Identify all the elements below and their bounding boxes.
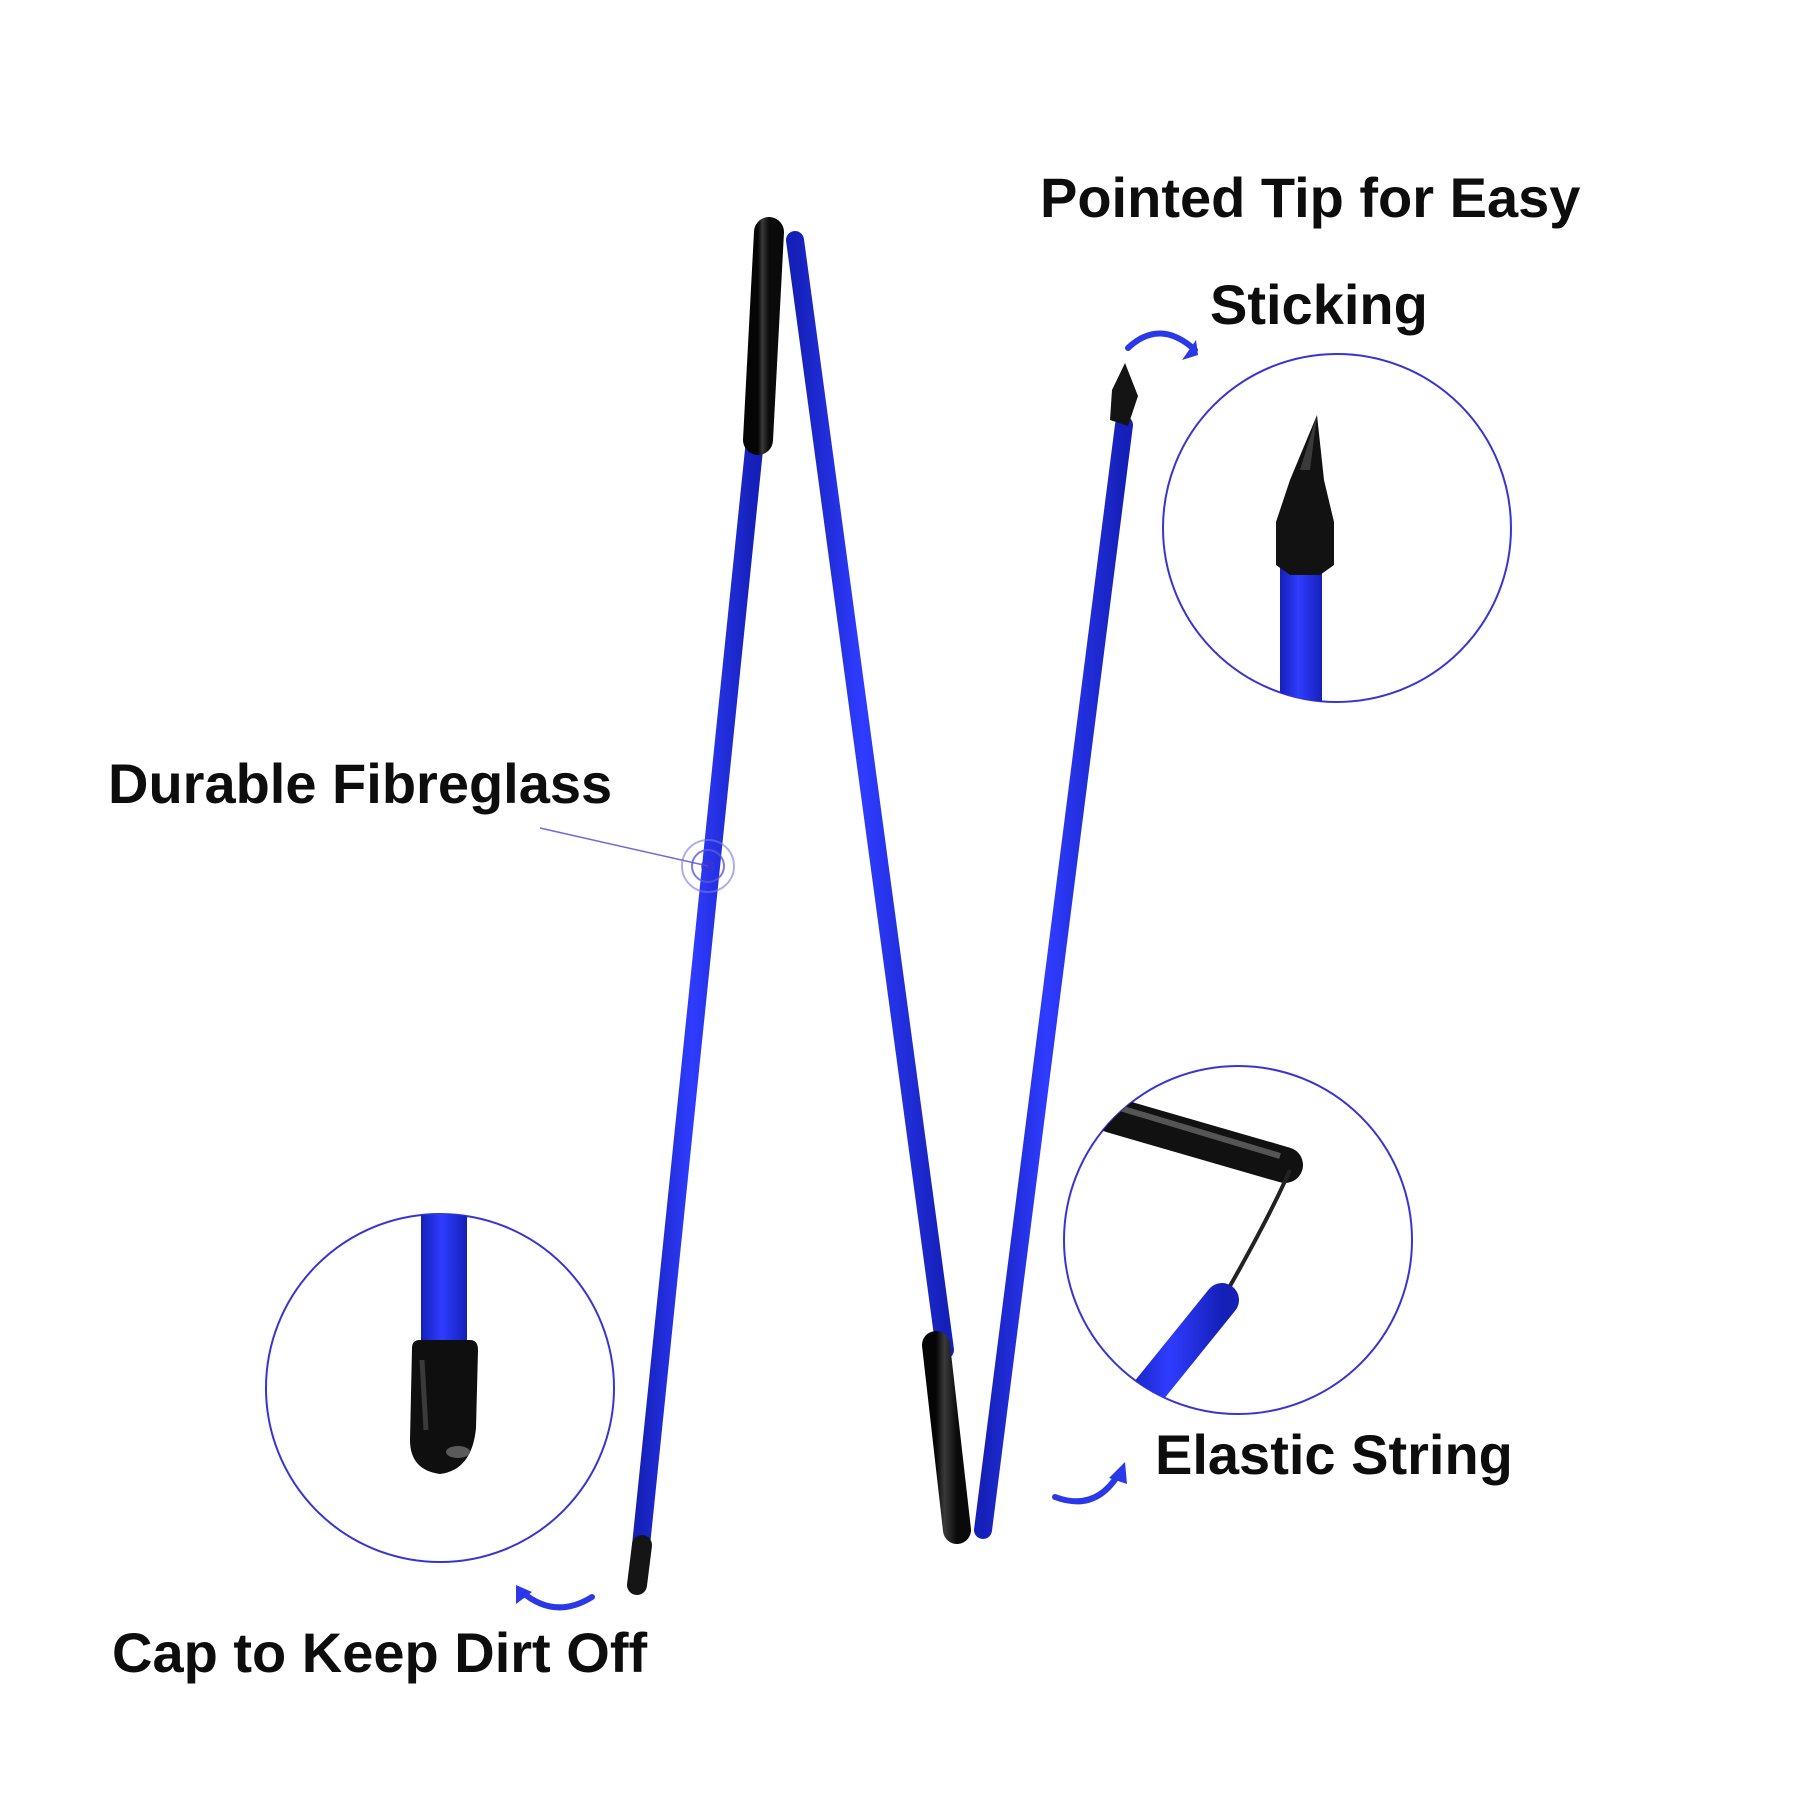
pointed-tip-label-line1: Pointed Tip for Easy — [1040, 166, 1581, 229]
tip-closeup — [1276, 415, 1334, 702]
rod-segment-middle — [786, 231, 954, 1359]
elastic-string-label: Elastic String — [1155, 1423, 1513, 1486]
callout-circle-elastic — [1063, 1065, 1413, 1415]
curved-arrow-icon — [1125, 330, 1198, 360]
ferrule-cap-bottom — [922, 1331, 971, 1544]
end-cap-bottom — [627, 1535, 652, 1595]
ferrule-cap-top — [743, 217, 784, 455]
pointed-tip-label-line2: Sticking — [1210, 273, 1428, 336]
cap-closeup — [410, 1214, 478, 1474]
rod-segment-left — [631, 439, 764, 1556]
callout-circle-tip — [1162, 353, 1512, 703]
cap-label: Cap to Keep Dirt Off — [112, 1621, 648, 1684]
curved-arrow-icon — [1052, 1462, 1127, 1505]
curved-arrow-icon — [516, 1585, 595, 1611]
concentric-circle-icon — [539, 827, 735, 893]
rod-segment-right — [974, 416, 1133, 1539]
pointed-tip — [1110, 363, 1138, 426]
durable-fibreglass-label: Durable Fibreglass — [108, 752, 613, 815]
